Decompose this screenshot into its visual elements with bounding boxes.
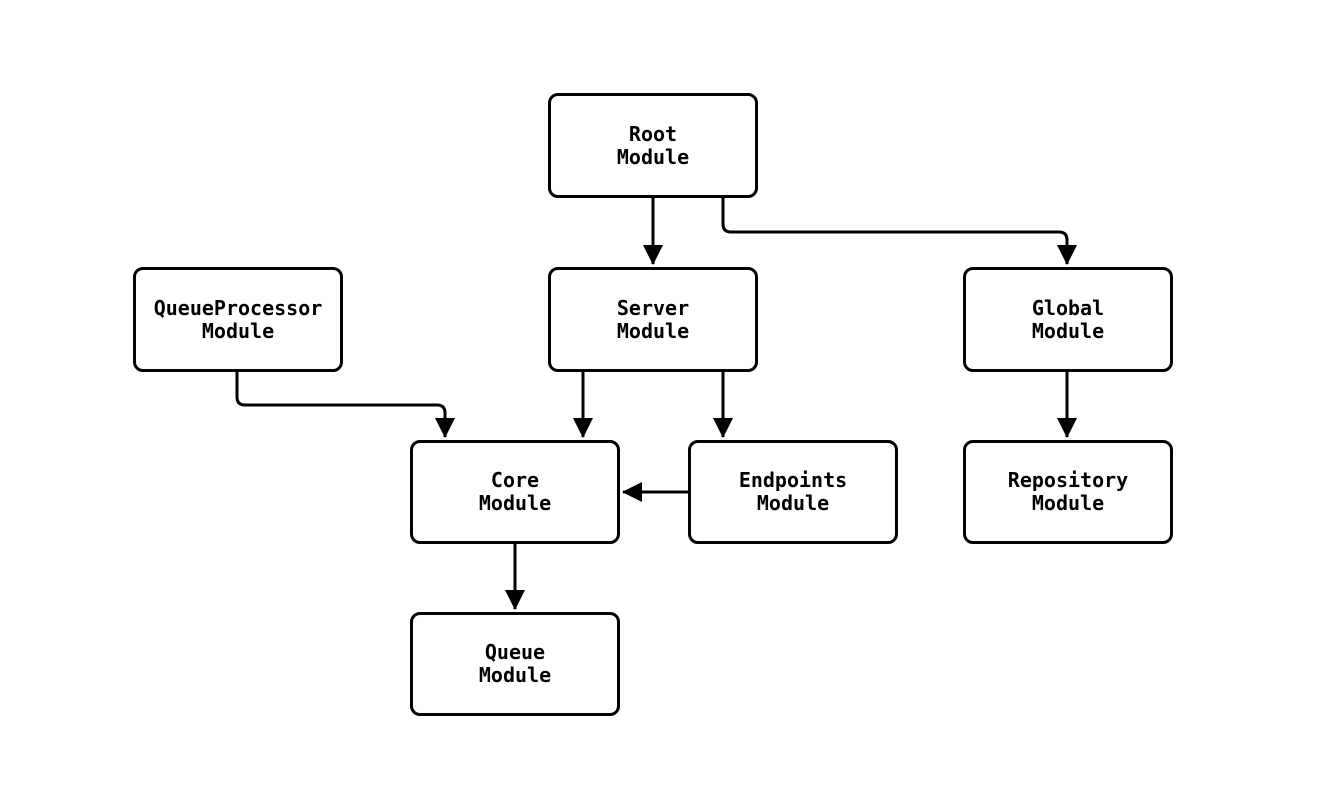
node-label: Endpoints Module bbox=[738, 468, 848, 515]
node-label: QueueProcessor Module bbox=[153, 295, 323, 343]
node-core-module: Core Module bbox=[410, 440, 620, 544]
node-label: Core Module bbox=[478, 468, 552, 515]
node-queue-module: Queue Module bbox=[410, 612, 620, 716]
node-label: Server Module bbox=[616, 295, 690, 343]
node-server-module: Server Module bbox=[548, 267, 758, 372]
edge-root-to-global-arrow bbox=[721, 198, 1077, 265]
node-label: Repository Module bbox=[1007, 468, 1129, 515]
node-root-module: Root Module bbox=[548, 93, 758, 198]
node-repository-module: Repository Module bbox=[963, 440, 1173, 544]
node-label: Queue Module bbox=[478, 640, 552, 687]
node-label: Root Module bbox=[616, 121, 690, 169]
node-queueprocessor-module: QueueProcessor Module bbox=[133, 267, 343, 372]
node-endpoints-module: Endpoints Module bbox=[688, 440, 898, 544]
node-label: Global Module bbox=[1031, 295, 1105, 343]
node-global-module: Global Module bbox=[963, 267, 1173, 372]
edge-queueprocessor-to-core-arrow bbox=[235, 372, 455, 438]
